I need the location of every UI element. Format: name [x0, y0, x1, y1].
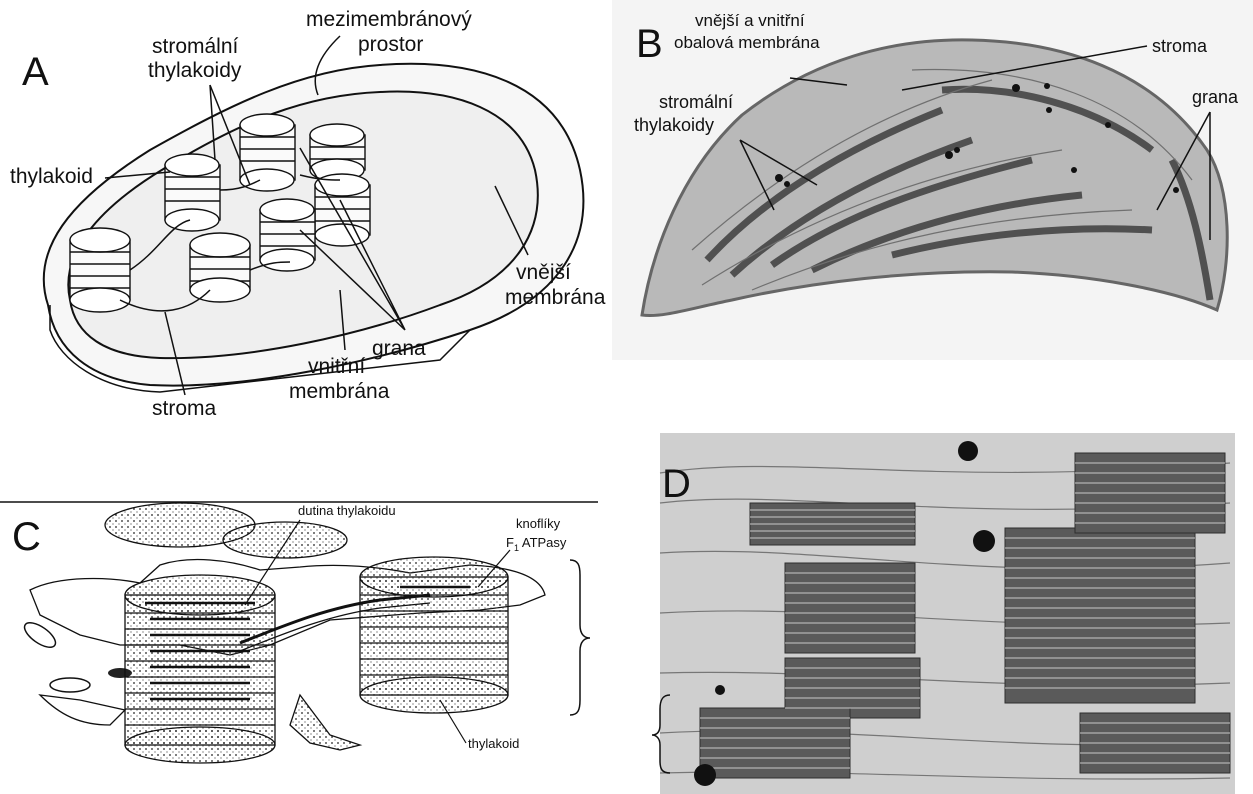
label-grana-b: grana: [1192, 87, 1239, 107]
label-stromal-thylakoids-line2: thylakoidy: [148, 59, 242, 82]
label-envelope-line1: vnější a vnitřní: [695, 11, 805, 30]
granum-d-4: [1005, 528, 1195, 703]
granum-right-c: [360, 557, 508, 713]
granum-6: [260, 199, 315, 271]
granum-brace-c: [570, 560, 590, 715]
thylakoid-micrograph-d: D: [640, 433, 1253, 794]
panel-letter-a: A: [22, 50, 49, 94]
label-inner-membrane-line1: vnitřní: [308, 355, 365, 378]
label-envelope-line2: obalová membrána: [674, 33, 820, 52]
label-inner-membrane-line2: membrána: [289, 380, 390, 403]
panel-letter-c: C: [12, 515, 41, 559]
label-knobs-line2: F1 ATPasy: [506, 535, 567, 553]
panel-c: C dutina thylakoidu knoflíky F1 ATPasy t…: [0, 495, 600, 794]
panel-letter-b: B: [636, 22, 663, 66]
label-thylakoid-c: thylakoid: [468, 736, 519, 751]
granum-4: [310, 124, 365, 181]
label-intermembrane-space-line2: prostor: [358, 33, 423, 56]
label-knobs-suffix: ATPasy: [519, 535, 567, 550]
label-thylakoid-a: thylakoid: [10, 165, 93, 188]
label-stromal-thylakoids-line1: stromální: [152, 35, 239, 58]
thylakoid-drawing-c: C dutina thylakoidu knoflíky F1 ATPasy t…: [0, 495, 600, 794]
granum-left-c: [125, 575, 275, 763]
granum-7: [190, 233, 250, 302]
label-intermembrane-space-line1: mezimembránový: [306, 8, 472, 31]
granum-d-2: [785, 563, 915, 653]
label-outer-membrane-line1: vnější: [516, 261, 571, 284]
granum-2: [165, 154, 220, 231]
label-stromal-thylakoids-b-line1: stromální: [659, 92, 733, 112]
stromal-lamella-right: [290, 695, 360, 750]
granum-5: [315, 174, 370, 246]
chloroplast-drawing-a: A mezimembránový prostor stromální thyla…: [0, 0, 610, 430]
stromal-tube-2: [50, 678, 90, 692]
panel-a: A mezimembránový prostor stromální thyla…: [0, 0, 610, 430]
panel-b: B vnější a vnitřní obalová membrána stro…: [612, 0, 1253, 360]
stromal-disc-2: [223, 522, 347, 558]
granum-1: [70, 228, 130, 312]
label-knobs-line1: knoflíky: [516, 516, 561, 531]
label-stroma-a: stroma: [152, 397, 217, 420]
label-grana-a: grana: [372, 337, 426, 360]
label-outer-membrane-line2: membrána: [505, 286, 606, 309]
label-knobs-prefix: F: [506, 535, 514, 550]
label-stromal-thylakoids-b-line2: thylakoidy: [634, 115, 714, 135]
stromal-tube-1: [21, 618, 60, 652]
chloroplast-micrograph-b: B vnější a vnitřní obalová membrána stro…: [612, 0, 1253, 360]
panel-letter-d: D: [662, 462, 691, 506]
label-stroma-b: stroma: [1152, 36, 1208, 56]
panel-d: D: [640, 433, 1253, 794]
stromal-lamella-lower: [40, 695, 125, 725]
label-lumen: dutina thylakoidu: [298, 503, 396, 518]
